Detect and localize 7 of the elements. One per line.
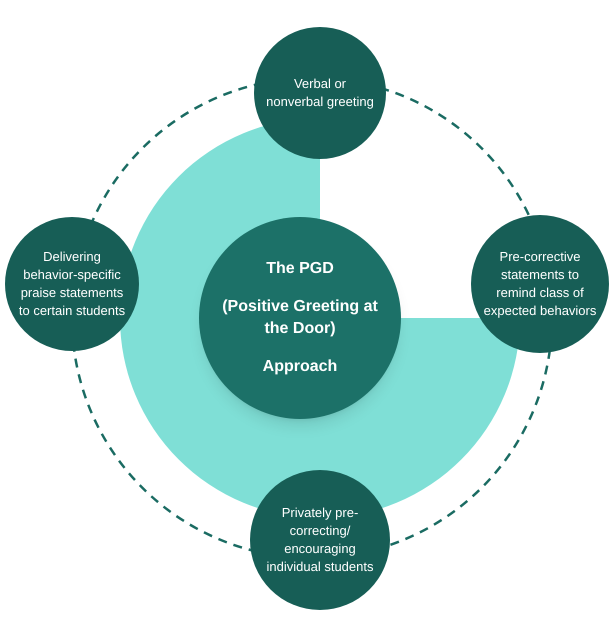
topic-text: Verbal or nonverbal greeting [266,75,374,111]
title-text: The PGD [266,259,334,279]
topic-text: Delivering behavior-specific praise statements to certain students [18,248,126,320]
title-text: (Positive Greeting at the Door) [221,297,379,339]
topic-text: Pre-corrective statements to remind class of expected behaviors [483,248,597,320]
topic-text: Privately pre-correcting/ encouraging individual students [266,504,374,576]
title-text: Approach [262,357,338,377]
